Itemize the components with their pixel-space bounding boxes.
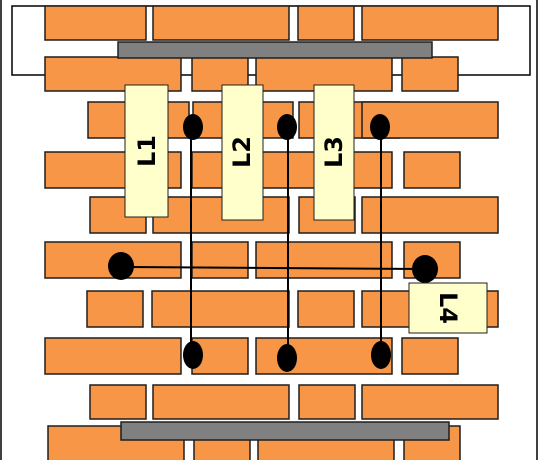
wire-l4 <box>120 266 426 270</box>
brick <box>89 384 147 420</box>
gauge-label: L2 <box>228 136 256 168</box>
gauge-body <box>124 84 169 218</box>
anchor-pin <box>412 255 438 283</box>
brick <box>401 337 459 375</box>
anchor-pin <box>277 344 297 372</box>
brick-courses <box>44 5 499 460</box>
brick <box>151 290 290 328</box>
gauge-body <box>408 282 488 334</box>
brick <box>44 337 182 375</box>
brick <box>297 290 355 328</box>
brick <box>361 384 499 420</box>
anchor-pin <box>108 252 134 280</box>
brick <box>361 196 499 234</box>
gauge-l3: L3 <box>313 84 355 221</box>
brick <box>298 384 356 420</box>
brick <box>152 196 290 234</box>
brick <box>152 384 290 420</box>
top-steel-bar <box>117 41 433 59</box>
bottom-steel-bar <box>120 421 450 441</box>
gauge-body <box>313 84 355 221</box>
gauge-label: L1 <box>133 135 161 167</box>
brick <box>297 5 355 41</box>
brick <box>191 241 249 279</box>
anchor-pin <box>371 341 391 369</box>
brick <box>86 290 144 328</box>
brick <box>44 5 147 41</box>
brick <box>152 5 290 41</box>
gauge-body <box>221 84 264 221</box>
brick <box>255 241 393 279</box>
gauge-l2: L2 <box>221 84 264 221</box>
anchor-pin <box>370 114 390 140</box>
brick <box>361 5 499 41</box>
anchor-pin <box>277 114 297 140</box>
anchor-pin <box>183 114 203 140</box>
anchor-pin <box>183 341 203 369</box>
gauge-l1: L1 <box>124 84 169 218</box>
brick <box>403 151 461 189</box>
gauge-label: L4 <box>434 292 462 324</box>
gauge-label: L3 <box>320 136 348 168</box>
brick <box>401 56 459 92</box>
gauge-l4: L4 <box>408 282 488 334</box>
